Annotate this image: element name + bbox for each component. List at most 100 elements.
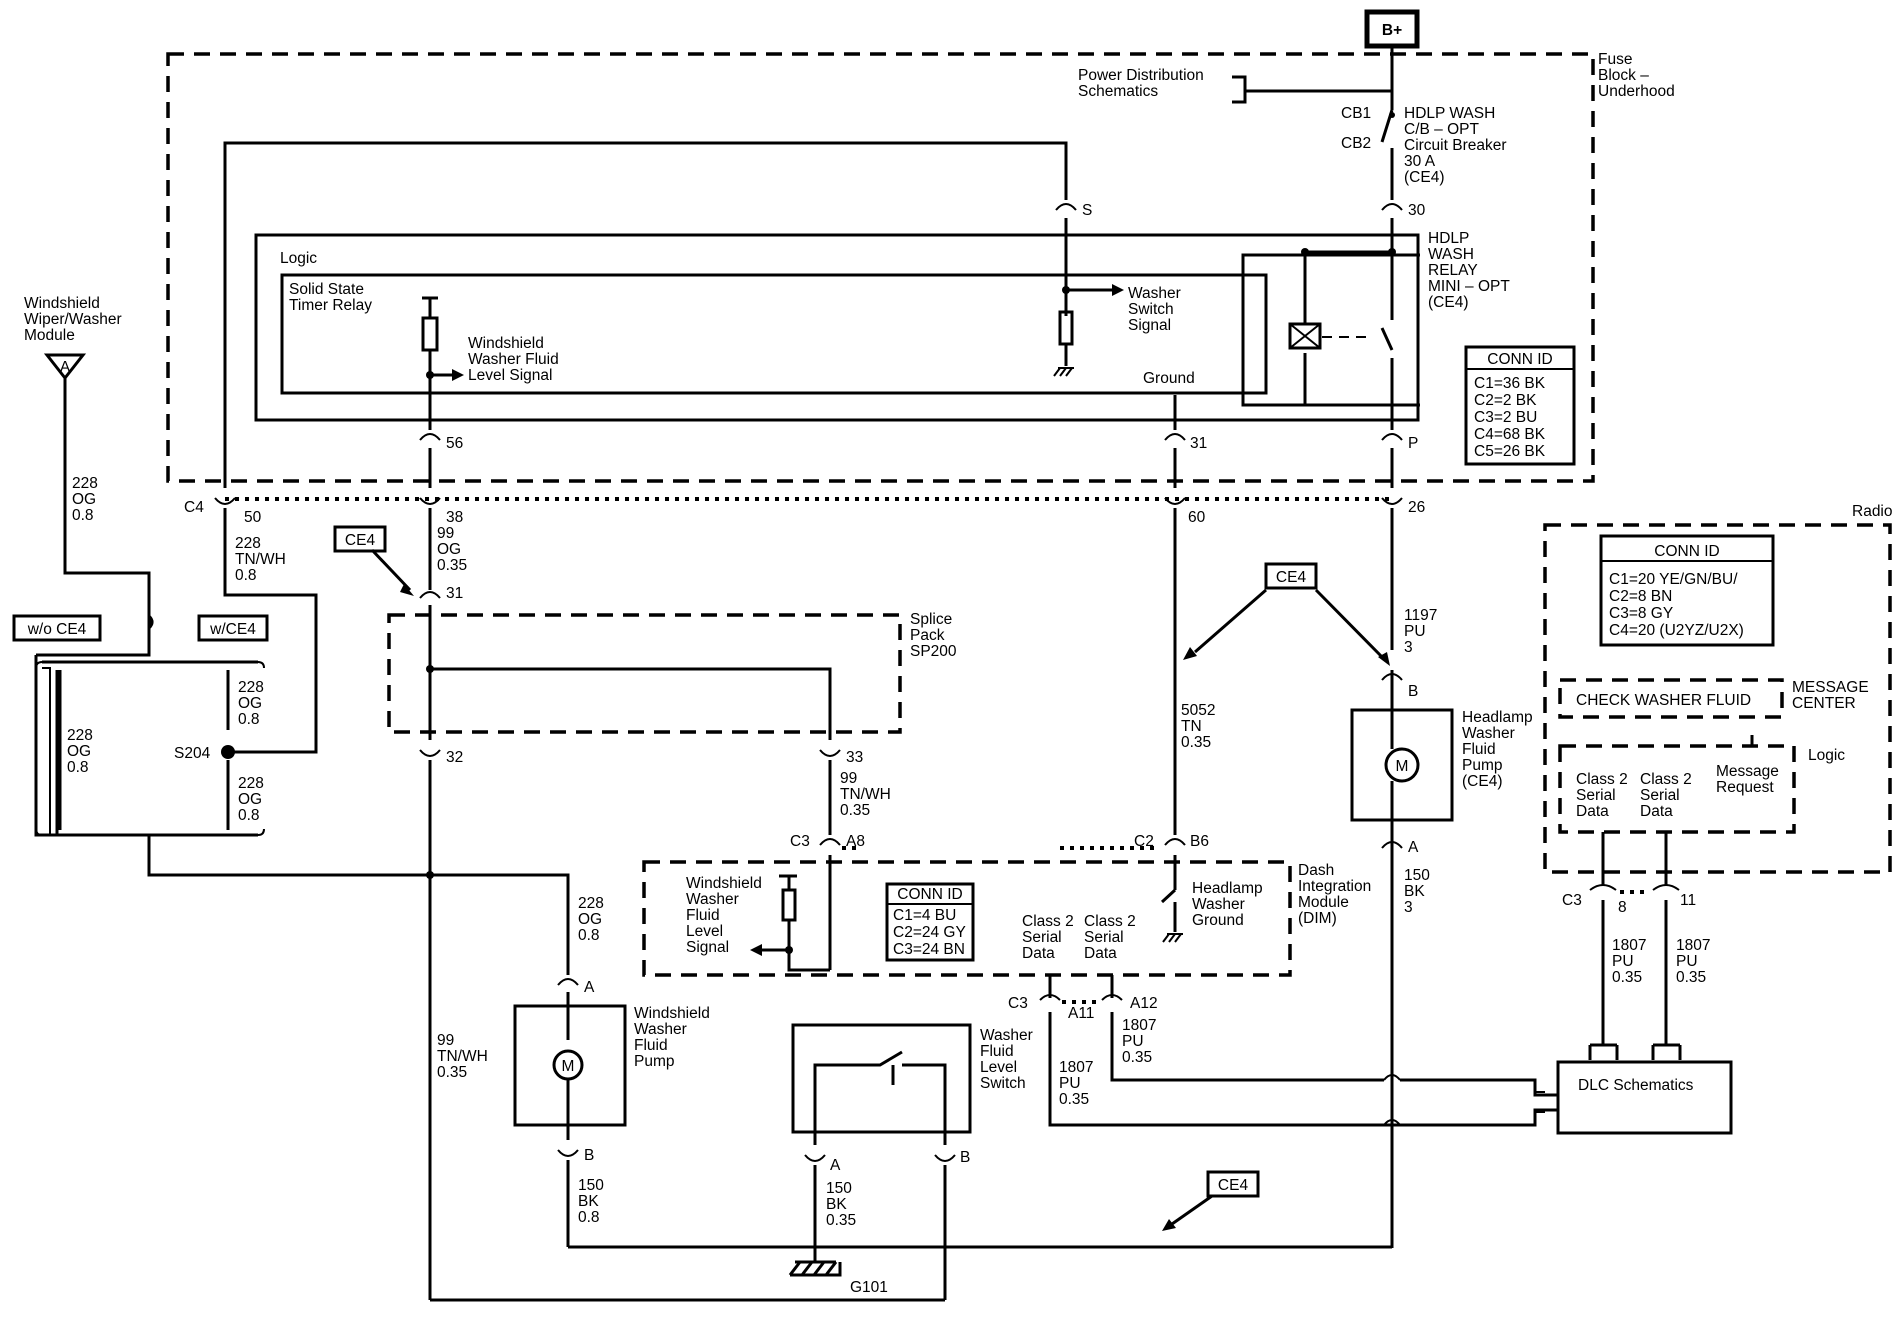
power-distribution-label: Power Distribution Schematics — [1078, 67, 1208, 100]
svg-text:11: 11 — [1680, 892, 1696, 909]
wire-228-og-pump: 228 OG 0.8 — [578, 895, 608, 944]
ce4-tag-center: CE4 — [1276, 569, 1307, 586]
g101-label: G101 — [850, 1279, 888, 1296]
svg-text:S: S — [1082, 202, 1092, 219]
fuse-conn-id-title: CONN ID — [1487, 351, 1552, 368]
wire-5052: 5052 TN 0.35 — [1181, 702, 1220, 751]
svg-text:A: A — [1408, 839, 1419, 856]
wire-1807-d: 1807 PU 0.35 — [1676, 937, 1715, 986]
check-washer-fluid-text: CHECK WASHER FLUID — [1576, 692, 1751, 709]
wiper-module-pin: A — [60, 359, 71, 376]
radio-label: Radio — [1852, 503, 1893, 520]
svg-text:A8: A8 — [846, 833, 865, 850]
wo-ce4-tag: w/o CE4 — [27, 621, 87, 638]
svg-text:A11: A11 — [1068, 1005, 1094, 1022]
svg-text:B: B — [960, 1149, 970, 1166]
breaker-label: HDLP WASH C/B – OPT Circuit Breaker 30 A… — [1404, 105, 1511, 186]
radio-logic-box — [1558, 744, 1796, 834]
cb1-label: CB1 — [1341, 105, 1371, 122]
dim-conn-id-items: C1=4 BU C2=24 GY C3=24 BN — [893, 907, 970, 958]
hdlp-washer-ground-label: Headlamp Washer Ground — [1192, 880, 1267, 929]
radio-logic-label: Logic — [1808, 747, 1845, 764]
wire-228-og: 228 OG 0.8 — [72, 475, 102, 524]
radio-boundary — [1543, 523, 1892, 874]
svg-text:60: 60 — [1188, 509, 1206, 526]
svg-text:B: B — [1408, 683, 1418, 700]
splice-pack-box — [387, 613, 902, 734]
svg-text:B6: B6 — [1190, 833, 1209, 850]
s204-label: S204 — [174, 745, 211, 762]
svg-text:56: 56 — [446, 435, 463, 452]
wire-150-bk-08: 150 BK 0.8 — [578, 1177, 608, 1226]
relay-box — [1241, 253, 1420, 407]
wire-228-og-upper: 228 OG 0.8 — [238, 679, 268, 728]
dim-conn-id-box — [885, 882, 975, 962]
svg-text:B: B — [584, 1147, 594, 1164]
svg-text:A12: A12 — [1130, 995, 1158, 1012]
wire-1807-a: 1807 PU 0.35 — [1122, 1017, 1161, 1066]
fuse-conn-id-items: C1=36 BK C2=2 BK C3=2 BU C4=68 BK C5=26 … — [1474, 375, 1549, 460]
splice-pack-label: Splice Pack SP200 — [910, 611, 957, 660]
ground-label: Ground — [1143, 370, 1195, 387]
fuse-conn-id-box — [1464, 345, 1576, 466]
ce4-tag-bottom: CE4 — [1218, 1177, 1249, 1194]
radio-conn-id-title: CONN ID — [1654, 543, 1719, 560]
svg-text:A: A — [830, 1157, 841, 1174]
logic-box — [254, 233, 1420, 422]
ws-motor-icon: M — [562, 1058, 575, 1075]
wire-1197: 1197 PU 3 — [1404, 607, 1442, 656]
wiper-module-label: Windshield Wiper/Washer Module — [24, 295, 126, 344]
svg-text:C4: C4 — [184, 499, 204, 516]
wire-150-bk-035: 150 BK 0.35 — [826, 1180, 856, 1229]
timer-relay-label: Solid State Timer Relay — [289, 281, 372, 314]
wire-228-og-lower: 228 OG 0.8 — [238, 775, 268, 824]
message-center-label: MESSAGE CENTER — [1792, 679, 1873, 712]
wire-99-og: 99 OG 0.35 — [437, 525, 467, 574]
svg-text:C3: C3 — [1008, 995, 1028, 1012]
dim-class2-b: Class 2 Serial Data — [1084, 913, 1140, 962]
svg-text:30: 30 — [1408, 202, 1426, 219]
message-center-box — [1558, 678, 1784, 719]
pin-labels: S 30 56 31 P C4 50 38 60 26 31 32 33 C3 … — [184, 202, 1696, 1174]
cb2-label: CB2 — [1341, 135, 1371, 152]
wiper-module-connector-icon — [43, 353, 87, 381]
battery-label: B+ — [1382, 22, 1402, 39]
connector-arcs — [214, 203, 1403, 1162]
ws-pump-box — [513, 1004, 627, 1127]
wire-228-og-left: 228 OG 0.8 — [67, 727, 97, 776]
svg-text:31: 31 — [446, 585, 463, 602]
washer-switch-signal-label: Washer Switch Signal — [1128, 285, 1185, 334]
ws-level-signal-label: Windshield Washer Fluid Level Signal — [468, 335, 563, 384]
svg-text:31: 31 — [1190, 435, 1207, 452]
svg-text:33: 33 — [846, 749, 863, 766]
timer-relay-box — [280, 273, 1268, 395]
wire-99-tnwh-b: 99 TN/WH 0.35 — [437, 1032, 492, 1081]
svg-text:26: 26 — [1408, 499, 1425, 516]
dlc-schematics-label[interactable]: DLC Schematics — [1578, 1077, 1694, 1094]
wire-99-tnwh-a: 99 TN/WH 0.35 — [840, 770, 895, 819]
ws-pump-label: Windshield Washer Fluid Pump — [634, 1005, 714, 1070]
dlc-box — [1556, 1060, 1733, 1135]
radio-conn-id-items: C1=20 YE/GN/BU/ C2=8 BN C3=8 GY C4=20 (U… — [1609, 571, 1744, 639]
svg-text:38: 38 — [446, 509, 463, 526]
fuse-block-boundary — [166, 52, 1595, 483]
svg-text:C3: C3 — [790, 833, 810, 850]
svg-text:C3: C3 — [1562, 892, 1582, 909]
dim-label: Dash Integration Module (DIM) — [1298, 862, 1376, 927]
level-switch-box — [791, 1023, 972, 1134]
svg-text:C2: C2 — [1134, 833, 1154, 850]
ce4-tag-left: CE4 — [345, 532, 376, 549]
hdlp-pump-label: Headlamp Washer Fluid Pump (CE4) — [1462, 709, 1537, 790]
dim-class2-a: Class 2 Serial Data — [1022, 913, 1078, 962]
hdlp-pump-box — [1350, 708, 1454, 822]
dim-conn-id-title: CONN ID — [897, 886, 962, 903]
w-ce4-tag: w/CE4 — [209, 621, 256, 638]
svg-text:8: 8 — [1618, 899, 1627, 916]
radio-class2-a: Class 2 Serial Data — [1576, 771, 1632, 820]
svg-text:50: 50 — [244, 509, 262, 526]
level-switch-label: Washer Fluid Level Switch — [980, 1027, 1037, 1092]
radio-class2-b: Class 2 Serial Data — [1640, 771, 1696, 820]
relay-label: HDLP WASH RELAY MINI – OPT (CE4) — [1428, 230, 1514, 311]
